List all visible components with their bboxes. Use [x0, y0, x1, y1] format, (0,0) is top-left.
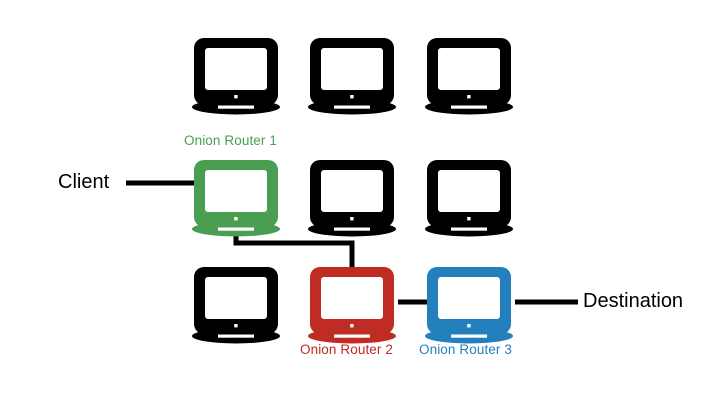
computer-icon: [425, 38, 513, 115]
computer-node-onion-router-3[interactable]: [425, 262, 513, 344]
computer-node-r1c2[interactable]: [308, 33, 396, 115]
computer-icon: [192, 38, 280, 115]
computer-node-r2c2[interactable]: [308, 155, 396, 237]
computer-icon: [425, 160, 513, 237]
computer-node-r1c1[interactable]: [192, 33, 280, 115]
label-destination: Destination: [583, 290, 684, 312]
computer-node-r3c1[interactable]: [192, 262, 280, 344]
computer-icon: [308, 267, 396, 344]
computer-icon: [308, 160, 396, 237]
computer-icon: [425, 267, 513, 344]
computer-icon: [192, 267, 280, 344]
label-client: Client: [58, 171, 110, 193]
computer-icon: [192, 160, 280, 237]
computer-icon: [308, 38, 396, 115]
label-onion-router-2: Onion Router 2: [300, 342, 393, 357]
label-onion-router-1: Onion Router 1: [184, 133, 277, 148]
computer-node-onion-router-2[interactable]: [308, 262, 396, 344]
computer-node-onion-router-1[interactable]: [192, 155, 280, 237]
label-onion-router-3: Onion Router 3: [419, 342, 512, 357]
computer-node-r1c3[interactable]: [425, 33, 513, 115]
computer-node-r2c3[interactable]: [425, 155, 513, 237]
